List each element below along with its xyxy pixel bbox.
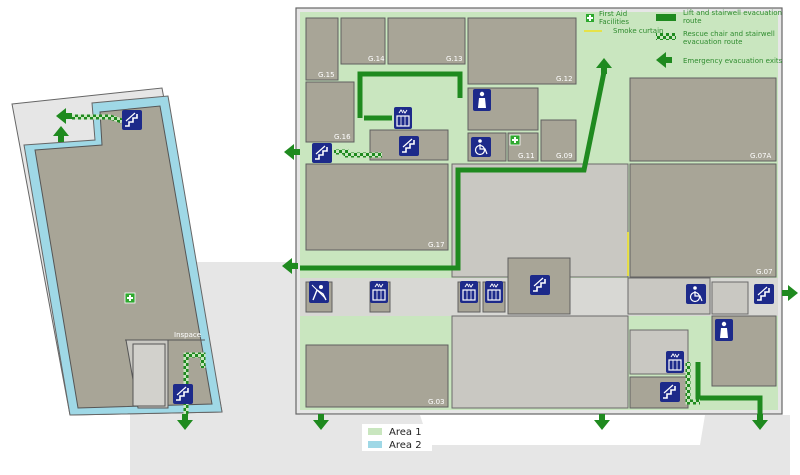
legend-rescue-route: Rescue chair and stairwell evacuation ro… [683, 30, 775, 46]
room-g14 [340, 17, 386, 65]
room-label-g07: G.07 [756, 268, 773, 276]
room-label-g12: G.12 [556, 75, 573, 83]
area2-swatch [368, 441, 382, 448]
stairs-icon [529, 274, 551, 296]
room-g17 [305, 163, 449, 251]
room-g07 [629, 163, 777, 278]
area1-swatch [368, 428, 382, 435]
area1-label: Area 1 [389, 427, 422, 438]
stairs-icon [172, 383, 194, 405]
lift-icon [393, 106, 413, 130]
lift-icon [459, 280, 479, 304]
room-label-g03: G.03 [428, 398, 445, 406]
stairs-icon [398, 135, 420, 157]
legend-lift-route: Lift and stairwell evacuation route [683, 9, 782, 25]
lift-stair-route [300, 71, 763, 418]
stairs-icon [121, 109, 143, 131]
toilet-icon [473, 89, 491, 111]
legend-lift-swatch [656, 14, 676, 21]
first-aid-icon [509, 134, 521, 146]
room-east-lobby [711, 281, 749, 315]
stairs-icon [311, 142, 333, 164]
stairs-icon [659, 381, 681, 403]
outside-ground [130, 262, 790, 475]
exit-arrow-icon [782, 285, 798, 301]
room-g03 [305, 344, 449, 408]
room-label-inspace: Inspace [174, 331, 201, 339]
legend-exits: Emergency evacuation exits [683, 57, 783, 65]
room-g15 [305, 17, 339, 81]
room-g16 [305, 81, 355, 143]
first-aid-icon [586, 14, 594, 22]
legend: First Aid Facilities Smoke curtain Lift … [584, 9, 783, 68]
left-building: Inspace [11, 87, 223, 416]
accessible-toilet-icon [686, 284, 706, 304]
rescue-chair-icon [309, 281, 329, 303]
room-label-g14: G.14 [368, 55, 385, 63]
room-label-g15: G.15 [318, 71, 335, 79]
room-g11 [507, 132, 539, 162]
room-south-centre [451, 315, 629, 409]
room-inspace-lightroom [132, 343, 166, 407]
legend-rescue-swatch [656, 33, 676, 40]
lift-icon [484, 280, 504, 304]
exit-arrow-icon [594, 414, 610, 430]
lift-icon [369, 280, 389, 304]
area-legend: Area 1 Area 2 [362, 424, 432, 451]
room-southeast-wc [711, 315, 777, 387]
room-g12 [467, 17, 577, 85]
stairs-icon [753, 283, 775, 305]
room-label-g07a: G.07A [750, 152, 772, 160]
room-label-g13: G.13 [446, 55, 463, 63]
room-label-g11: G.11 [518, 152, 535, 160]
room-label-g17: G.17 [428, 241, 445, 249]
accessible-toilet-icon [471, 137, 491, 157]
first-aid-icon [124, 292, 136, 304]
area2-label: Area 2 [389, 440, 422, 451]
room-g07a [629, 77, 777, 162]
room-g09 [540, 119, 577, 162]
room-g13 [387, 17, 466, 65]
room-label-g16: G.16 [334, 133, 351, 141]
room-label-g09: G.09 [556, 152, 573, 160]
legend-smoke-curtain: Smoke curtain [613, 27, 663, 35]
legend-first-aid: First Aid Facilities [599, 10, 629, 26]
lift-icon [665, 350, 685, 374]
toilet-icon [715, 319, 733, 341]
